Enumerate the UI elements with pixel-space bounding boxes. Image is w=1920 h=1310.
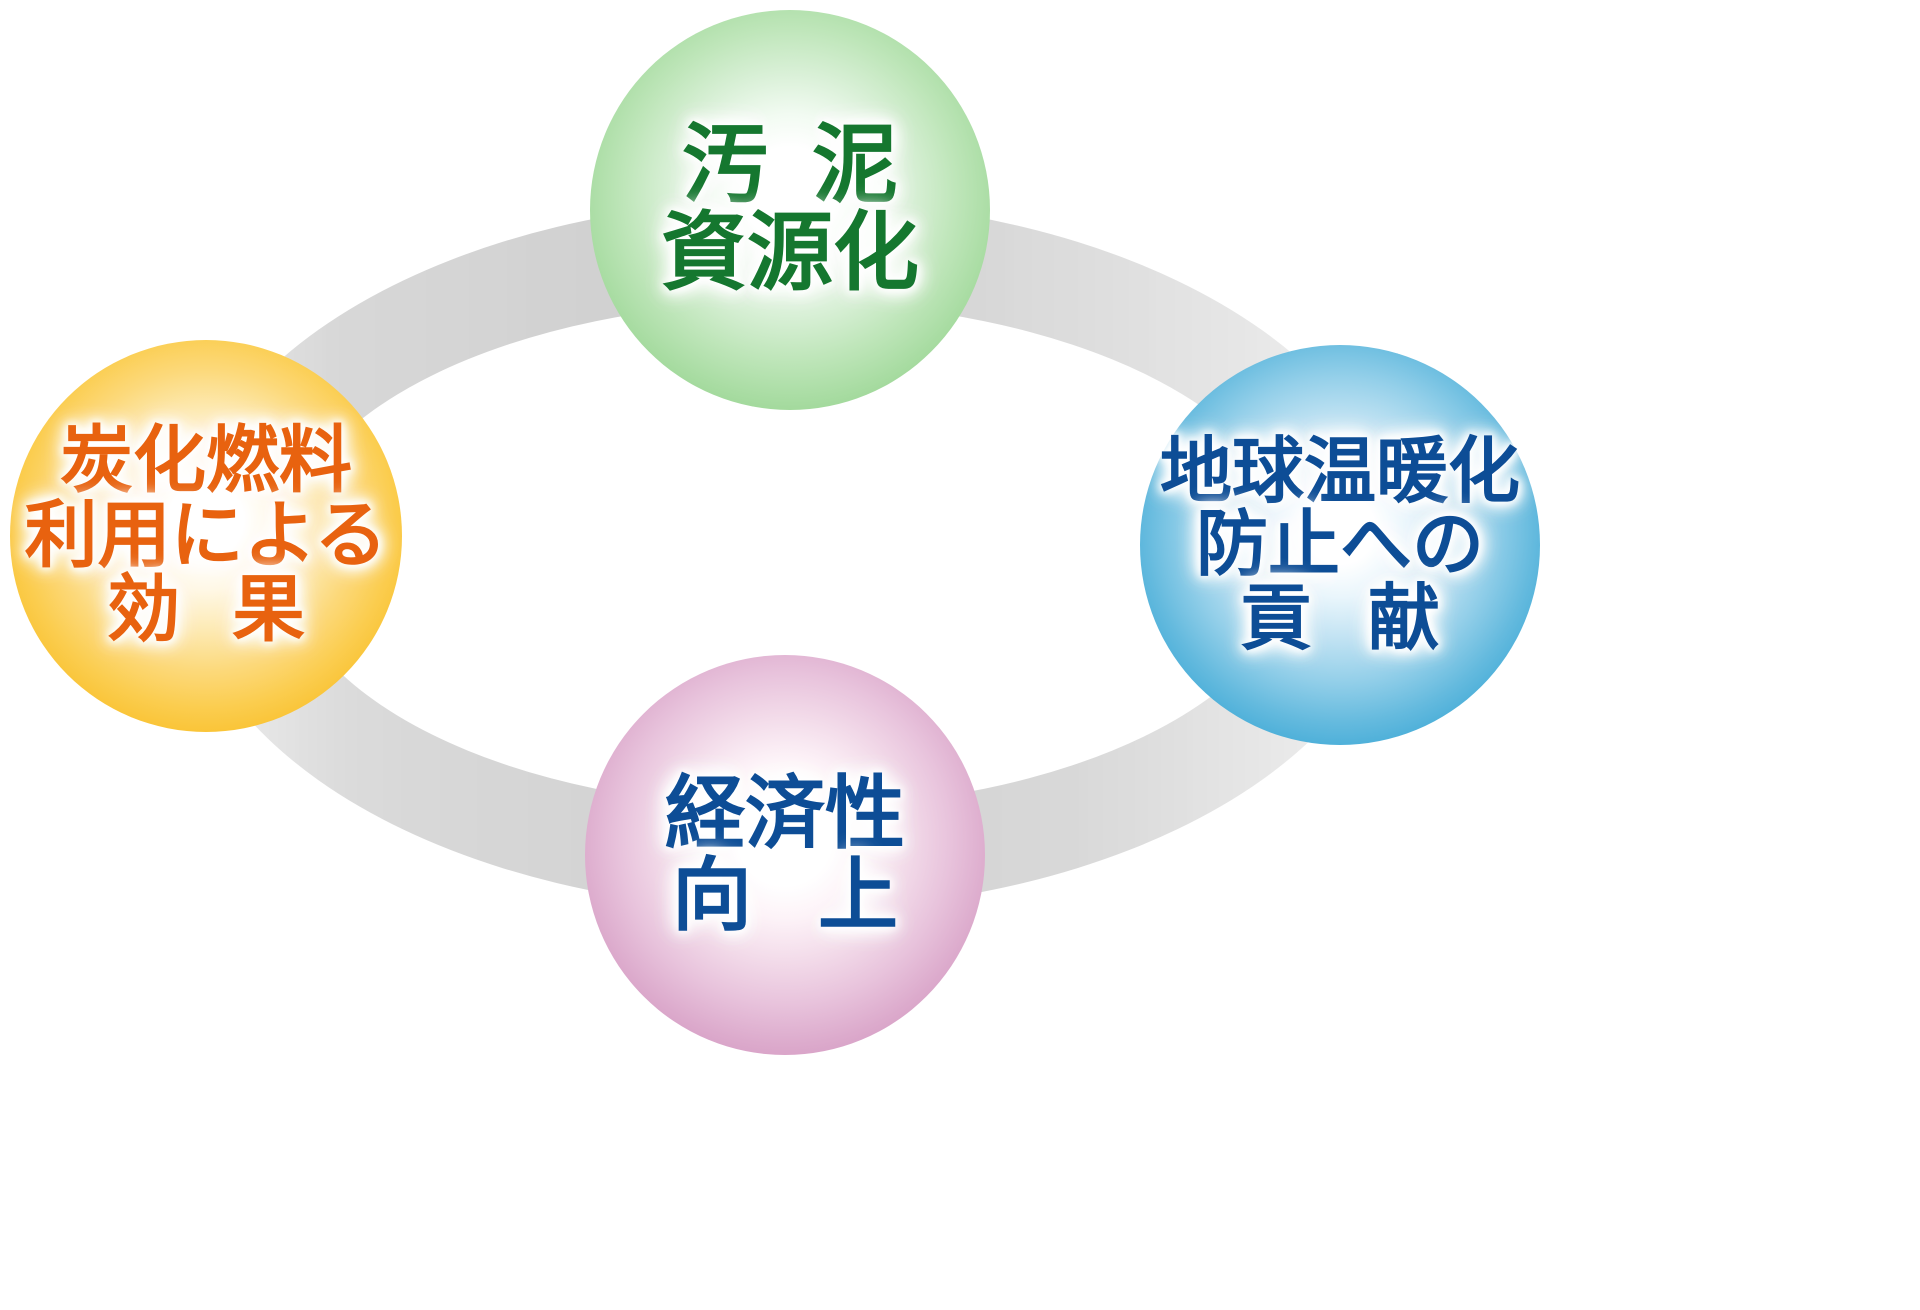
node-global-warming-prevention-line3: 貢献 <box>1239 575 1496 660</box>
node-global-warming-prevention-line2: 防止への <box>1195 502 1484 587</box>
node-carbonized-fuel-effect-line3: 効果 <box>107 567 357 653</box>
node-global-warming-prevention[interactable]: 地球温暖化 防止への 貢献 <box>1140 345 1540 745</box>
node-economic-improvement-line1: 経済性 <box>665 767 905 861</box>
node-carbonized-fuel-effect-line1: 炭化燃料 <box>60 418 352 504</box>
node-economic-improvement[interactable]: 経済性 向上 <box>585 655 985 1055</box>
node-economic-improvement-label: 経済性 向上 <box>606 773 964 936</box>
node-sludge-resource-line2: 資源化 <box>661 203 919 303</box>
node-global-warming-prevention-label: 地球温暖化 防止への 貢献 <box>1159 428 1520 660</box>
node-economic-improvement-line2: 向上 <box>672 849 964 942</box>
node-carbonized-fuel-effect-label: 炭化燃料 利用による 効果 <box>24 418 388 653</box>
node-sludge-resource-line1: 汚泥 <box>682 115 942 216</box>
node-sludge-resource-label: 汚泥 資源化 <box>638 122 942 297</box>
node-carbonized-fuel-effect-line2: 利用による <box>24 492 388 578</box>
node-global-warming-prevention-line1: 地球温暖化 <box>1159 428 1520 513</box>
node-sludge-resource[interactable]: 汚泥 資源化 <box>590 10 990 410</box>
node-carbonized-fuel-effect[interactable]: 炭化燃料 利用による 効果 <box>10 340 402 732</box>
